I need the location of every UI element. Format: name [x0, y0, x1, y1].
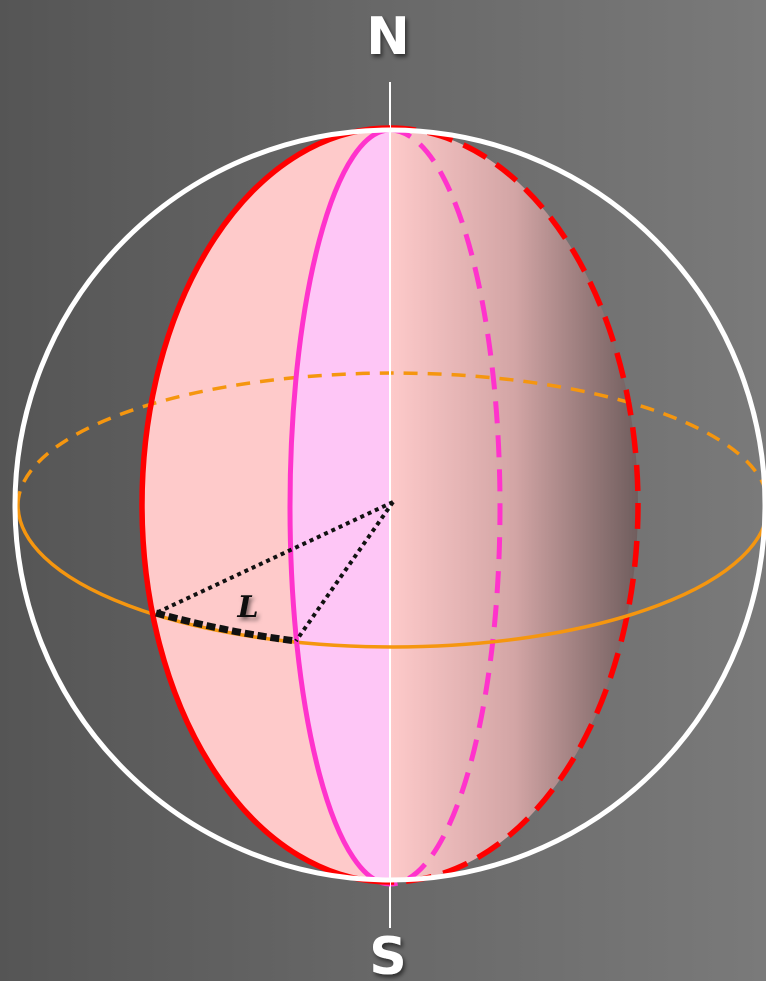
radius-line-left	[155, 500, 394, 615]
outer-meridian-front	[139, 125, 391, 885]
inner-meridian-fill	[290, 130, 390, 884]
inner-meridian-back-dashed	[389, 127, 503, 887]
meridian-plane-back	[390, 128, 638, 882]
arc-L	[155, 609, 297, 645]
equator-front	[16, 504, 766, 649]
equator-back-dashed	[16, 371, 766, 506]
inner-meridian-front	[287, 127, 391, 887]
arc-label: L	[236, 590, 258, 625]
north-label: N	[366, 7, 410, 67]
south-label: S	[369, 927, 406, 981]
outer-meridian-back-dashed	[389, 125, 641, 885]
sphere-outline	[12, 127, 766, 883]
